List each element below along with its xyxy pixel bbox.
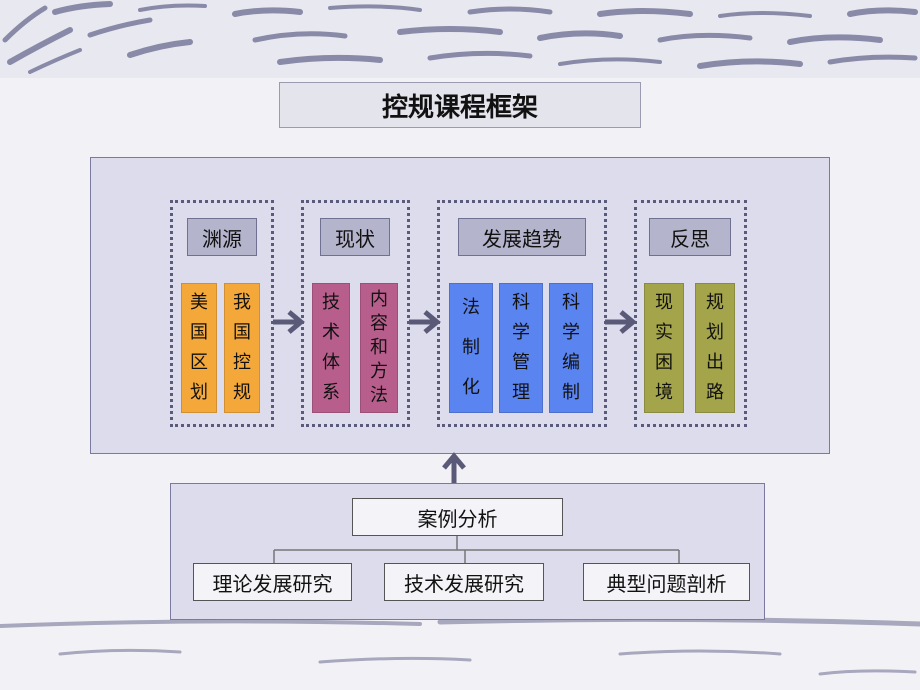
topic-box-us-zoning: 美国区划 (181, 283, 217, 413)
topic-box-planning-outlet: 规划出路 (695, 283, 735, 413)
vertical-char: 系 (322, 382, 340, 403)
vertical-char: 区 (190, 352, 208, 373)
vertical-char: 体 (322, 352, 340, 373)
vertical-char: 学 (562, 322, 580, 343)
vertical-char: 国 (233, 322, 251, 343)
vertical-char: 制 (562, 382, 580, 403)
bottom-decoration (0, 616, 920, 676)
vertical-char: 编 (562, 352, 580, 373)
vertical-char: 化 (462, 377, 480, 398)
group-label-trends: 发展趋势 (458, 218, 586, 256)
vertical-char: 境 (655, 382, 673, 403)
topic-box-legalization: 法制化 (449, 283, 493, 413)
page-title: 控规课程框架 (279, 82, 641, 128)
vertical-char: 出 (706, 352, 724, 373)
topic-box-china-regulatory-plan: 我国控规 (224, 283, 260, 413)
topic-box-real-dilemma: 现实困境 (644, 283, 684, 413)
group-trends: 发展趋势 法制化 科学管理 科学编制 (437, 200, 607, 427)
case-panel: 案例分析 理论发展研究 技术发展研究 典型问题剖析 (170, 483, 765, 620)
arrow-right-icon (409, 310, 441, 334)
vertical-char: 学 (512, 322, 530, 343)
case-item-technique: 技术发展研究 (384, 563, 544, 601)
vertical-char: 理 (512, 382, 530, 403)
arrow-up-icon (442, 452, 466, 484)
tree-connector (273, 536, 680, 563)
vertical-char: 科 (562, 292, 580, 313)
vertical-char: 科 (512, 292, 530, 313)
vertical-char: 方 (370, 361, 388, 382)
vertical-char: 管 (512, 352, 530, 373)
vertical-char: 和 (370, 337, 388, 358)
vertical-char: 规 (706, 292, 724, 313)
vertical-char: 划 (190, 382, 208, 403)
group-label-reflection: 反思 (649, 218, 731, 256)
group-origin: 渊源 美国区划 我国控规 (170, 200, 274, 427)
topic-box-scientific-planning: 科学编制 (549, 283, 593, 413)
vertical-char: 现 (655, 292, 673, 313)
vertical-char: 制 (462, 337, 480, 358)
topic-box-content-method: 内容和方法 (360, 283, 398, 413)
framework-panel: 渊源 美国区划 我国控规 现状 技术体系 内容和方法 发展趋势 法制化 科学管理… (90, 157, 830, 454)
vertical-char: 实 (655, 322, 673, 343)
vertical-char: 控 (233, 352, 251, 373)
case-item-typical-problems: 典型问题剖析 (583, 563, 750, 601)
case-analysis-title: 案例分析 (352, 498, 563, 536)
vertical-char: 内 (370, 289, 388, 310)
vertical-char: 划 (706, 322, 724, 343)
topic-box-scientific-management: 科学管理 (499, 283, 543, 413)
group-label-origin: 渊源 (187, 218, 257, 256)
vertical-char: 规 (233, 382, 251, 403)
top-decoration (0, 0, 920, 78)
case-item-theory: 理论发展研究 (193, 563, 352, 601)
group-status: 现状 技术体系 内容和方法 (301, 200, 410, 427)
group-reflection: 反思 现实困境 规划出路 (634, 200, 747, 427)
arrow-right-icon (605, 310, 637, 334)
group-label-status: 现状 (320, 218, 390, 256)
vertical-char: 容 (370, 313, 388, 334)
vertical-char: 路 (706, 382, 724, 403)
vertical-char: 术 (322, 322, 340, 343)
arrow-right-icon (273, 310, 305, 334)
vertical-char: 我 (233, 292, 251, 313)
vertical-char: 法 (462, 297, 480, 318)
vertical-char: 美 (190, 292, 208, 313)
vertical-char: 技 (322, 292, 340, 313)
vertical-char: 困 (655, 352, 673, 373)
vertical-char: 国 (190, 322, 208, 343)
vertical-char: 法 (370, 385, 388, 406)
topic-box-tech-system: 技术体系 (312, 283, 350, 413)
